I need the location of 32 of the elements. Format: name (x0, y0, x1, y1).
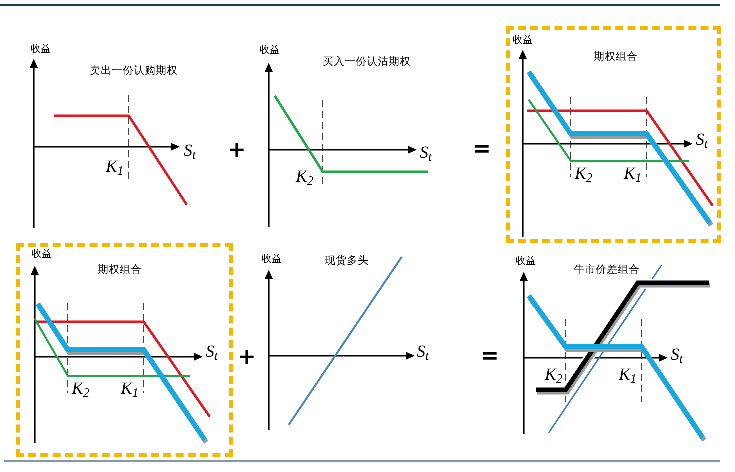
axis-label: S$_{t}$ (696, 129, 710, 152)
plus-sign: + (238, 347, 256, 369)
axis-label: S$_{t}$ (417, 341, 430, 364)
axis-label: 收益 (513, 36, 533, 46)
axis-label: S$_{t}$ (184, 140, 198, 162)
chart-title: 卖出一份认购期权 (90, 66, 178, 76)
axis-label: 收益 (32, 250, 52, 260)
strike-label: K$_{2}$ (72, 378, 91, 400)
strike-label: K$_{2}$ (545, 364, 564, 386)
axis-label: S$_{t}$ (420, 142, 434, 164)
chart-title: 期权组合 (98, 265, 142, 276)
strike-label: K$_{2}$ (575, 163, 594, 186)
strike-label: K$_{2}$ (296, 166, 315, 188)
axis-label: S$_{t}$ (671, 344, 684, 366)
strike-label: K$_{1}$ (121, 378, 140, 400)
plus-sign: + (228, 140, 246, 162)
strike-label: K$_{1}$ (624, 163, 643, 186)
strike-label: K$_{1}$ (106, 156, 125, 178)
equals-sign: = (480, 346, 500, 368)
chart-title: 期权组合 (594, 52, 638, 62)
axis-label: 收益 (31, 45, 51, 55)
highlight-frame (16, 243, 233, 457)
chart-title: 牛市价差组合 (574, 265, 640, 276)
equals-sign: = (472, 139, 492, 161)
strike-label: K$_{1}$ (619, 364, 638, 386)
chart-title: 现货多头 (325, 256, 369, 266)
axis-label: 收益 (516, 257, 536, 267)
chart-title: 买入一份认沽期权 (323, 57, 411, 68)
axis-label: 收益 (262, 255, 282, 265)
axis-label: 收益 (260, 46, 280, 56)
highlight-frame (506, 26, 721, 243)
axis-label: S$_{t}$ (206, 341, 220, 364)
